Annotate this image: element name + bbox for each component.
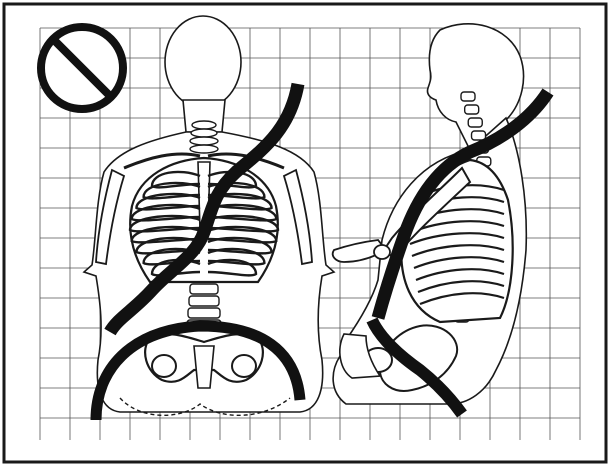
front-sacrum <box>194 346 214 388</box>
front-hip-joint-right <box>232 355 256 377</box>
side-vertebra <box>468 118 482 127</box>
side-vertebra <box>465 105 479 114</box>
side-vertebra <box>472 131 486 140</box>
side-elbow-joint <box>374 245 390 259</box>
prohibition-icon <box>41 27 123 109</box>
side-vertebra <box>461 92 475 101</box>
front-hip-joint-left <box>152 355 176 377</box>
front-head <box>165 16 241 108</box>
side-view-figure <box>333 24 527 404</box>
